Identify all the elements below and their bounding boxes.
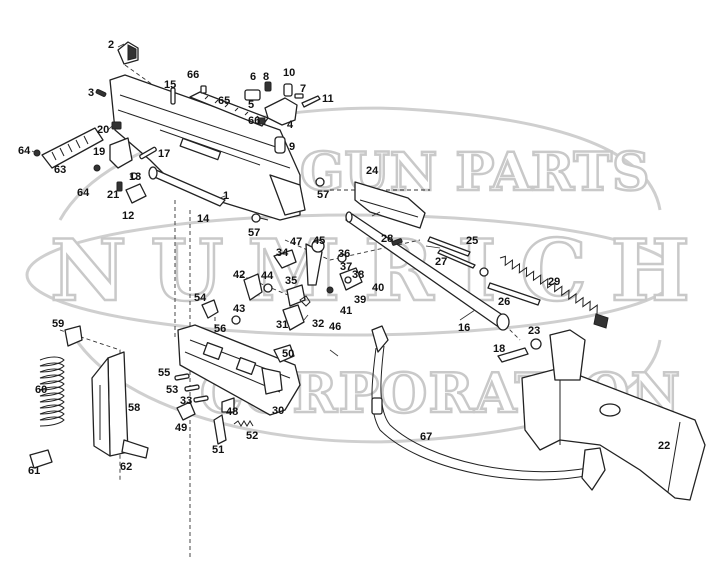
- part-label-p7: 7: [300, 83, 306, 95]
- part-label-p18: 18: [493, 343, 505, 355]
- part-label-p43: 43: [233, 303, 245, 315]
- part-label-p46: 46: [329, 321, 341, 333]
- sling: [371, 325, 606, 491]
- part-label-p16: 16: [458, 322, 470, 334]
- charging-handle: [109, 121, 147, 204]
- rear-sight: [117, 41, 139, 65]
- part-label-p4: 4: [287, 119, 294, 131]
- part-label-p49: 49: [175, 422, 187, 434]
- part-label-p65: 65: [218, 95, 230, 107]
- side-rail: [33, 127, 104, 172]
- part-label-p21: 21: [107, 189, 119, 201]
- part-label-p50: 50: [282, 348, 294, 360]
- leader-lines: [31, 43, 476, 357]
- part-label-p22: 22: [658, 440, 670, 452]
- part-label-p32: 32: [312, 318, 324, 330]
- part-label-p15: 15: [164, 79, 176, 91]
- part-label-p37: 37: [340, 261, 352, 273]
- part-label-p31: 31: [276, 319, 288, 331]
- part-label-p6: 6: [250, 71, 256, 83]
- part-label-p52: 52: [246, 430, 258, 442]
- part-label-p11: 11: [322, 93, 334, 105]
- part-label-p1: 1: [223, 190, 229, 202]
- magazine: [91, 351, 149, 459]
- part-label-p58: 58: [128, 402, 140, 414]
- part-label-p60: 60: [35, 384, 47, 396]
- trunnion-block: [354, 181, 426, 229]
- trigger-mechanism: [201, 239, 363, 331]
- part-label-p57b: 57: [248, 227, 260, 239]
- part-label-p54: 54: [194, 292, 207, 304]
- gas-piston-parts: [391, 236, 541, 306]
- part-label-p9: 9: [289, 141, 295, 153]
- part-label-p33: 33: [180, 395, 192, 407]
- watermark-line1: GUN PARTS: [300, 142, 650, 203]
- part-label-p8: 8: [263, 71, 269, 83]
- part-label-p27: 27: [435, 256, 447, 268]
- part-label-p42: 42: [233, 269, 245, 281]
- magazine-spring: [39, 356, 65, 427]
- part-label-p30: 30: [272, 405, 284, 417]
- barrel: [345, 211, 510, 331]
- part-label-p5: 5: [248, 99, 254, 111]
- part-label-p38: 38: [352, 269, 364, 281]
- part-label-p44: 44: [261, 270, 274, 282]
- part-label-p67: 67: [420, 431, 432, 443]
- part-label-p28: 28: [381, 233, 393, 245]
- part-label-p64a: 64: [18, 145, 31, 157]
- part-label-p23: 23: [528, 325, 540, 337]
- part-label-p36: 36: [338, 248, 350, 260]
- buttstock: [497, 329, 706, 501]
- magazine-floorplate: [29, 449, 53, 469]
- part-label-p55: 55: [158, 367, 170, 379]
- lower-small-parts: [174, 344, 295, 445]
- part-label-p19: 19: [93, 146, 105, 158]
- part-label-p47: 47: [290, 236, 302, 248]
- part-label-p51: 51: [212, 444, 224, 456]
- part-label-p56: 56: [214, 323, 226, 335]
- magazine-follower: [64, 325, 83, 347]
- part-label-p62: 62: [120, 461, 132, 473]
- part-label-p61: 61: [28, 465, 40, 477]
- part-label-p26: 26: [498, 296, 510, 308]
- part-label-p10: 10: [283, 67, 295, 79]
- lower-receiver: [177, 324, 301, 416]
- guide-rod: [148, 166, 226, 207]
- part-label-p41: 41: [340, 305, 352, 317]
- front-sight-assembly: [244, 81, 321, 154]
- part-label-p25: 25: [466, 235, 478, 247]
- part-label-p3: 3: [88, 87, 94, 99]
- part-label-p12: 12: [122, 210, 134, 222]
- screws-57: [251, 177, 325, 223]
- part-label-p66b: 66: [248, 115, 260, 127]
- part-label-p59: 59: [52, 318, 64, 330]
- part-label-p39: 39: [354, 294, 366, 306]
- part-label-p35: 35: [285, 275, 297, 287]
- part-label-p66a: 66: [187, 69, 199, 81]
- part-label-p40: 40: [372, 282, 384, 294]
- watermark-upper-arc: [58, 106, 662, 221]
- part-label-p45: 45: [313, 235, 325, 247]
- part-label-p53: 53: [166, 384, 178, 396]
- part-label-p57a: 57: [317, 189, 329, 201]
- part-label-p34: 34: [276, 247, 289, 259]
- part-label-p29: 29: [548, 276, 560, 288]
- part-label-p20: 20: [97, 124, 109, 136]
- part-label-p63: 63: [54, 164, 66, 176]
- part-label-p14: 14: [197, 213, 210, 225]
- part-label-p48: 48: [226, 406, 238, 418]
- recoil-spring: [499, 255, 609, 329]
- part-label-p17: 17: [158, 148, 170, 160]
- part-label-p24: 24: [366, 165, 379, 177]
- part-label-p64b: 64: [77, 187, 90, 199]
- part-label-p2: 2: [108, 39, 114, 51]
- part-label-p13: 13: [129, 171, 141, 183]
